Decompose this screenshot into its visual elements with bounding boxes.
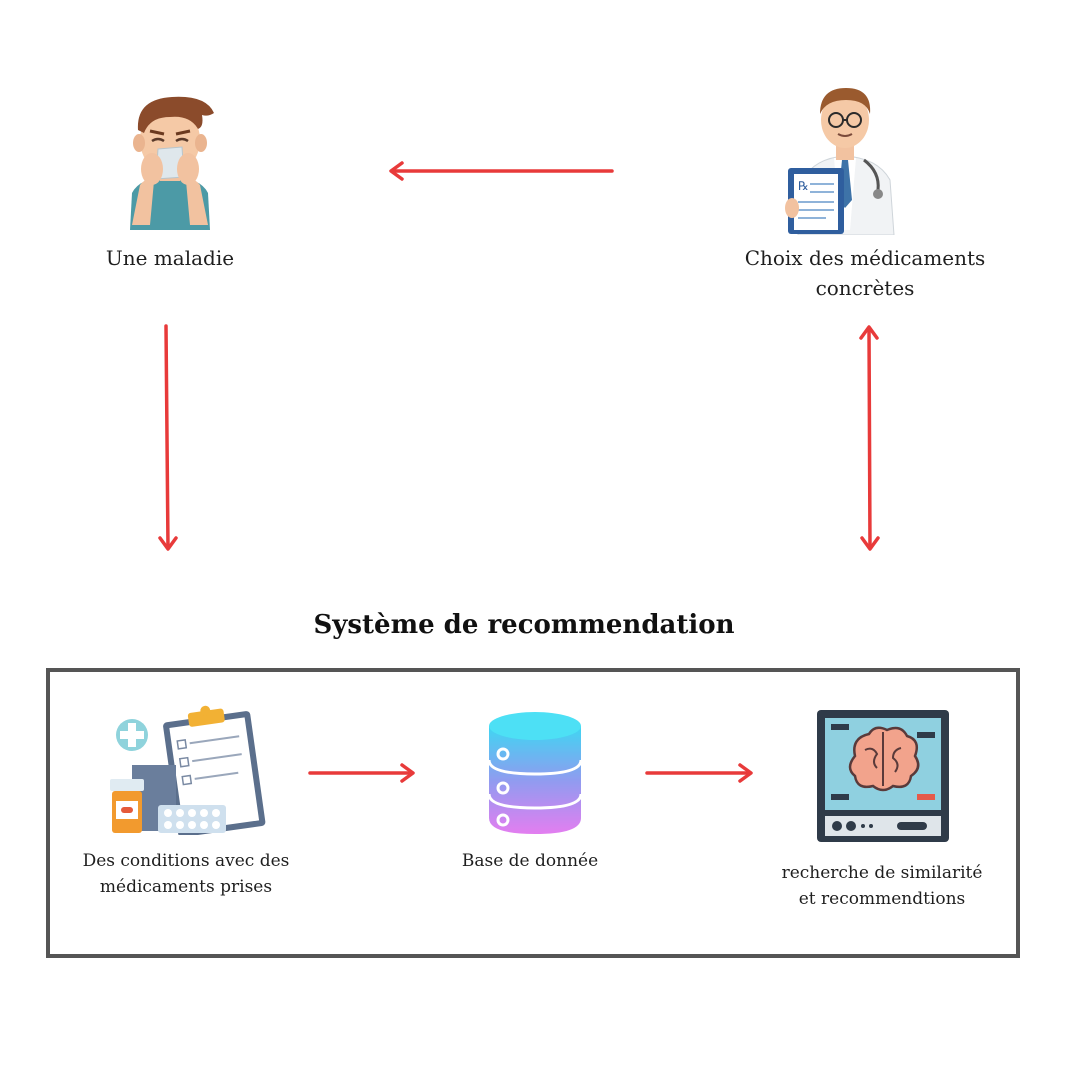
sick-person-node xyxy=(110,85,230,230)
doctor-prescription-icon: ℞ xyxy=(785,88,895,236)
conditions-node xyxy=(108,703,268,838)
svg-text:℞: ℞ xyxy=(798,179,809,193)
arrow-sickness-to-system xyxy=(158,324,178,551)
similarity-node xyxy=(817,710,949,842)
database-node xyxy=(485,708,585,838)
sick-person-icon xyxy=(130,96,214,230)
conditions-label: Des conditions avec des médicaments pris… xyxy=(82,851,290,897)
arrow-doctor-to-sickness xyxy=(389,161,614,181)
database-icon xyxy=(487,712,583,834)
database-label: Base de donnée xyxy=(461,851,599,871)
medical-records-pills-icon xyxy=(110,705,266,838)
system-title: Système de recommendation xyxy=(313,610,735,640)
similarity-label: recherche de similarité et recommendtion… xyxy=(781,863,983,909)
doctor-node: ℞ xyxy=(780,80,910,236)
sick-person-label: Une maladie xyxy=(105,246,235,270)
arrow-doctor-system-bidirectional xyxy=(859,325,880,551)
brain-monitor-icon xyxy=(817,710,949,842)
doctor-label: Choix des médicaments concrètes xyxy=(744,246,986,300)
